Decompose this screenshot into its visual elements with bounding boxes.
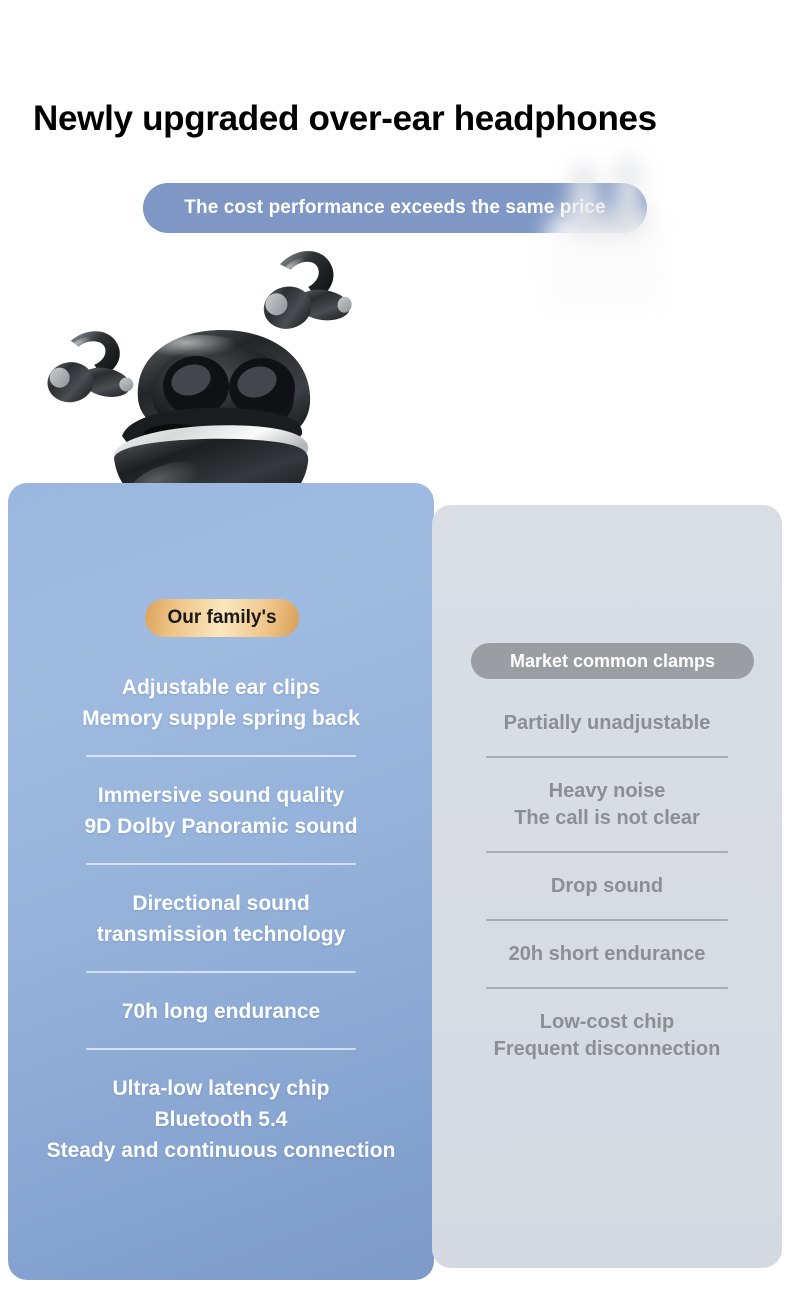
blurred-white-case <box>547 158 663 308</box>
feature-line: Directional sound <box>132 892 310 915</box>
feature-item: 70h long endurance <box>8 996 434 1027</box>
our-family-badge-label: Our family's <box>167 607 277 628</box>
feature-item: Partially unadjustable <box>432 710 782 737</box>
market-product-panel <box>432 505 782 1268</box>
market-clamps-badge: Market common clamps <box>471 643 754 679</box>
feature-item: 20h short endurance <box>432 941 782 968</box>
feature-line: Adjustable ear clips <box>121 676 321 699</box>
feature-line: Partially unadjustable <box>503 712 711 734</box>
earbud-upper <box>263 251 352 329</box>
feature-divider <box>86 863 356 865</box>
feature-line: Bluetooth 5.4 <box>154 1108 288 1131</box>
feature-item: Immersive sound quality 9D Dolby Panorami… <box>8 780 434 842</box>
feature-item: Directional sound transmission technology <box>8 888 434 950</box>
feature-divider <box>486 756 728 758</box>
our-family-badge: Our family's <box>145 599 299 637</box>
feature-line: Low-cost chip <box>539 1011 675 1033</box>
feature-line: 70h long endurance <box>121 1000 321 1023</box>
earbud-left <box>47 331 134 403</box>
page-title: Newly upgraded over-ear headphones <box>33 99 657 138</box>
feature-line: transmission technology <box>96 923 346 946</box>
feature-divider <box>86 971 356 973</box>
feature-divider <box>486 987 728 989</box>
feature-line: The call is not clear <box>514 807 700 829</box>
market-clamps-badge-label: Market common clamps <box>509 650 716 671</box>
feature-line: Ultra-low latency chip <box>112 1077 330 1100</box>
feature-line: Drop sound <box>550 875 664 897</box>
subtitle-text: The cost performance exceeds the same pr… <box>184 197 606 218</box>
feature-line: Steady and continuous connection <box>46 1139 396 1162</box>
feature-line: Memory supple spring back <box>82 707 360 730</box>
feature-divider <box>486 919 728 921</box>
feature-divider <box>86 755 356 757</box>
subtitle-pill: The cost performance exceeds the same pr… <box>143 183 647 233</box>
feature-line: Immersive sound quality <box>97 784 345 807</box>
feature-divider <box>86 1048 356 1050</box>
feature-line: Frequent disconnection <box>493 1038 721 1060</box>
feature-item: Drop sound <box>432 873 782 900</box>
competitor-product-image <box>521 150 691 315</box>
feature-line: 9D Dolby Panoramic sound <box>84 815 358 838</box>
feature-line: 20h short endurance <box>508 943 706 965</box>
feature-line: Heavy noise <box>548 780 666 802</box>
feature-divider <box>486 851 728 853</box>
